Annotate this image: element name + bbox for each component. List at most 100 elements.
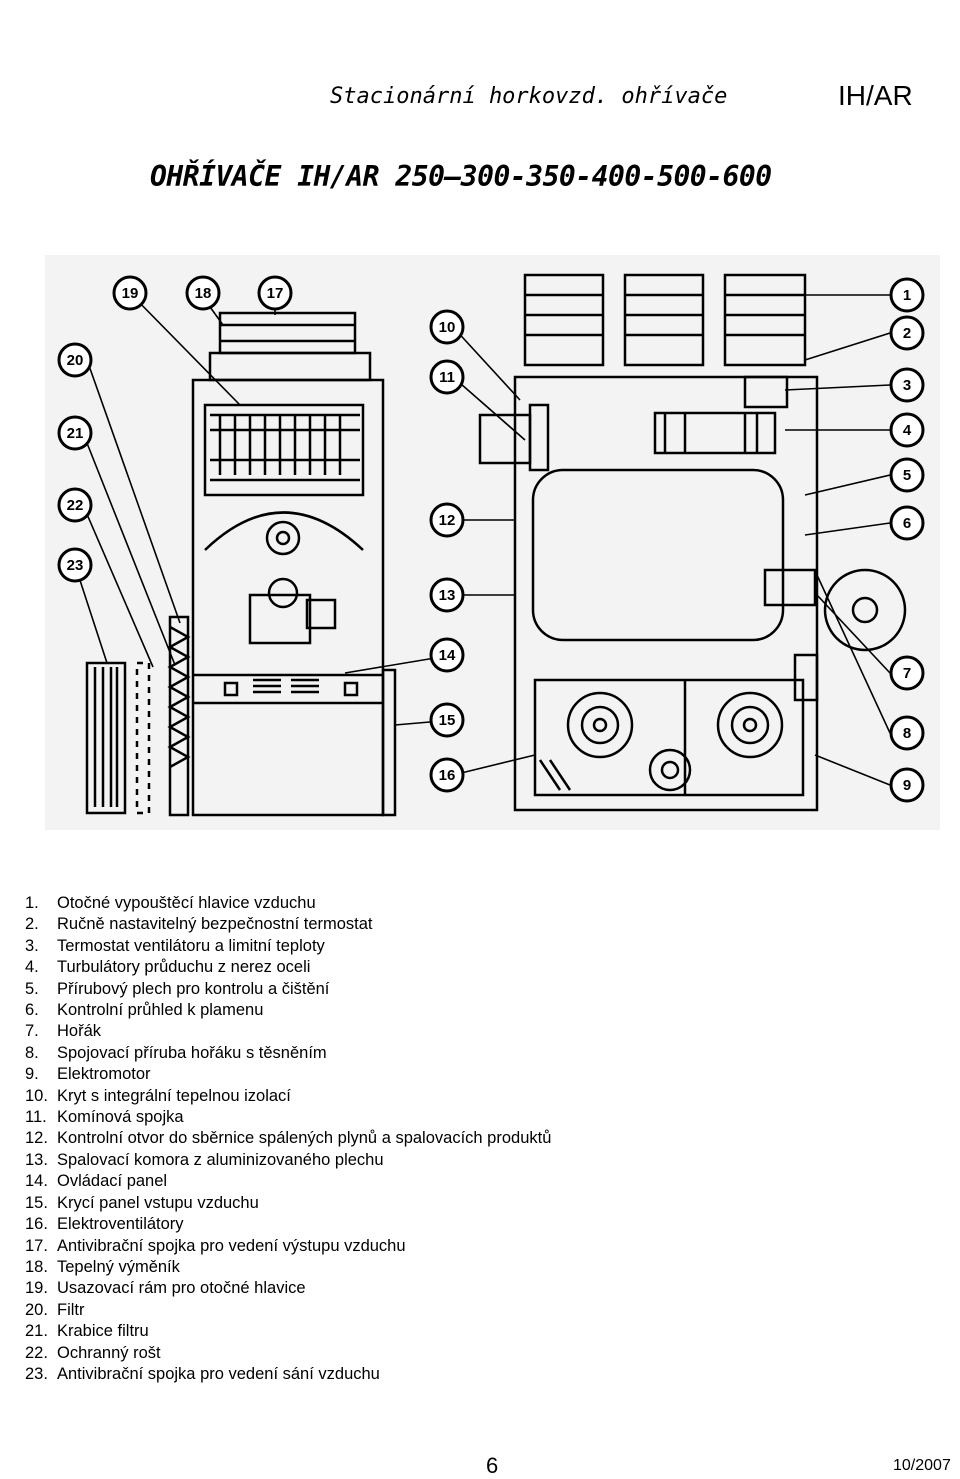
list-item: 13. Spalovací komora z aluminizovaného pl… <box>25 1150 551 1171</box>
callout-19-icon: 19 <box>112 275 148 311</box>
item-number: 17. <box>25 1236 48 1255</box>
callout-16-icon: 16 <box>429 757 465 793</box>
callout-11-icon: 11 <box>429 359 465 395</box>
list-item: 17.Antivibrační spojka pro vedení výstup… <box>25 1236 551 1257</box>
svg-text:20: 20 <box>67 352 84 369</box>
list-item: 2. Ručně nastavitelný bezpečnostní termos… <box>25 914 551 935</box>
svg-text:4: 4 <box>903 422 912 439</box>
item-number: 5. <box>25 979 39 998</box>
parts-list: 1. Otočné vypouštěcí hlavice vzduchu 2. Ruč… <box>25 893 551 1385</box>
callout-23-icon: 23 <box>57 547 93 583</box>
svg-text:1: 1 <box>903 287 911 304</box>
svg-text:12: 12 <box>439 512 456 529</box>
callout-1-icon: 1 <box>889 277 925 313</box>
svg-text:17: 17 <box>267 285 284 302</box>
item-number: 7. <box>25 1022 39 1041</box>
item-number: 1. <box>25 894 39 912</box>
svg-text:16: 16 <box>439 767 456 784</box>
callout-9-icon: 9 <box>889 767 925 803</box>
item-number: 9. <box>25 1065 39 1084</box>
page-number: 6 <box>486 1453 499 1478</box>
list-item: 18.Tepelný výměník <box>25 1257 551 1278</box>
callout-3-icon: 3 <box>889 367 925 403</box>
svg-text:5: 5 <box>903 467 911 484</box>
item-text: Elektromotor <box>57 1065 151 1084</box>
callout-5-icon: 5 <box>889 457 925 493</box>
item-number: 6. <box>25 1001 39 1020</box>
svg-text:2: 2 <box>903 325 911 342</box>
heater-diagram: 1 2 3 4 5 6 7 8 9 10 11 12 13 14 15 16 1… <box>45 255 940 830</box>
svg-text:14: 14 <box>439 647 456 664</box>
svg-text:15: 15 <box>439 712 456 729</box>
item-text: Turbulátory průduchu z nerez oceli <box>57 958 311 977</box>
list-item: 4.Turbulátory průduchu z nerez oceli <box>25 957 551 978</box>
svg-text:7: 7 <box>903 665 911 682</box>
callout-13-icon: 13 <box>429 577 465 613</box>
svg-text:8: 8 <box>903 725 911 742</box>
item-number: 18. <box>25 1257 48 1276</box>
item-number: 20. <box>25 1300 48 1319</box>
left-unit-drawing <box>85 311 397 817</box>
svg-text:10: 10 <box>439 319 456 336</box>
item-number: 22. <box>25 1343 48 1362</box>
item-text: Spojovací příruba hořáku s těsněním <box>57 1043 327 1062</box>
callout-12-icon: 12 <box>429 502 465 538</box>
item-text: Přírubový plech pro kontrolu a čištění <box>57 979 330 998</box>
list-item: 22.Ochranný rošt <box>25 1343 551 1364</box>
list-item: 7. Hořák <box>25 1021 551 1042</box>
item-text: Komínová spojka <box>57 1108 184 1127</box>
callout-10-icon: 10 <box>429 309 465 345</box>
list-item: 1. Otočné vypouštěcí hlavice vzduchu <box>25 893 551 914</box>
item-number: 3. <box>25 936 39 955</box>
item-number: 23. <box>25 1364 48 1383</box>
item-number: 21. <box>25 1322 48 1341</box>
callout-21-icon: 21 <box>57 415 93 451</box>
item-number: 2. <box>25 915 39 934</box>
item-text: Otočné vypouštěcí hlavice vzduchu <box>57 894 316 912</box>
right-unit-drawing <box>478 273 907 812</box>
item-text: Spalovací komora z aluminizovaného plech… <box>57 1150 384 1169</box>
item-number: 10. <box>25 1086 48 1105</box>
svg-text:21: 21 <box>67 425 84 442</box>
item-number: 8. <box>25 1043 39 1062</box>
item-text: Ručně nastavitelný bezpečnostní termosta… <box>57 915 373 934</box>
callout-4-icon: 4 <box>889 412 925 448</box>
item-text: Krycí panel vstupu vzduchu <box>57 1193 259 1212</box>
svg-text:6: 6 <box>903 515 911 532</box>
callout-14-icon: 14 <box>429 637 465 673</box>
header-model: IH/AR <box>838 80 913 111</box>
item-text: Kontrolní otvor do sběrnice spálených pl… <box>57 1129 552 1148</box>
item-text: Ovládací panel <box>57 1172 168 1191</box>
svg-text:22: 22 <box>67 497 84 514</box>
item-text: Kryt s integrální tepelnou izolací <box>57 1086 291 1105</box>
list-item: 9. Elektromotor <box>25 1064 551 1085</box>
list-item: 15. Krycí panel vstupu vzduchu <box>25 1193 551 1214</box>
item-text: Usazovací rám pro otočné hlavice <box>57 1279 306 1298</box>
list-item: 8. Spojovací příruba hořáku s těsněním <box>25 1043 551 1064</box>
callout-6-icon: 6 <box>889 505 925 541</box>
item-number: 13. <box>25 1150 48 1169</box>
item-number: 14. <box>25 1172 48 1191</box>
list-item: 5. Přírubový plech pro kontrolu a čištění <box>25 979 551 1000</box>
list-item: 12.Kontrolní otvor do sběrnice spálených… <box>25 1128 551 1149</box>
callout-8-icon: 8 <box>889 715 925 751</box>
item-text: Kontrolní průhled k plamenu <box>57 1001 264 1020</box>
item-text: Hořák <box>57 1022 102 1041</box>
list-item: 23. Antivibrační spojka pro vedení sání v… <box>25 1364 551 1385</box>
item-text: Antivibrační spojka pro vedení sání vzdu… <box>57 1364 380 1383</box>
callout-20-icon: 20 <box>57 342 93 378</box>
list-item: 20. Filtr <box>25 1300 551 1321</box>
page-title: OHŘÍVAČE IH/AR 250–300-350-400-500-600 <box>150 160 772 193</box>
list-item: 6. Kontrolní průhled k plamenu <box>25 1000 551 1021</box>
list-item: 16.Elektroventilátory <box>25 1214 551 1235</box>
svg-text:9: 9 <box>903 777 911 794</box>
callout-7-icon: 7 <box>889 655 925 691</box>
item-text: Filtr <box>57 1300 85 1319</box>
callout-17-icon: 17 <box>257 275 293 311</box>
header-subtitle: Stacionární horkovzd. ohřívače <box>330 84 728 109</box>
list-item: 14. Ovládací panel <box>25 1171 551 1192</box>
item-text: Krabice filtru <box>57 1322 149 1341</box>
list-item: 19.Usazovací rám pro otočné hlavice <box>25 1278 551 1299</box>
item-text: Elektroventilátory <box>57 1215 184 1234</box>
item-number: 15. <box>25 1193 48 1212</box>
